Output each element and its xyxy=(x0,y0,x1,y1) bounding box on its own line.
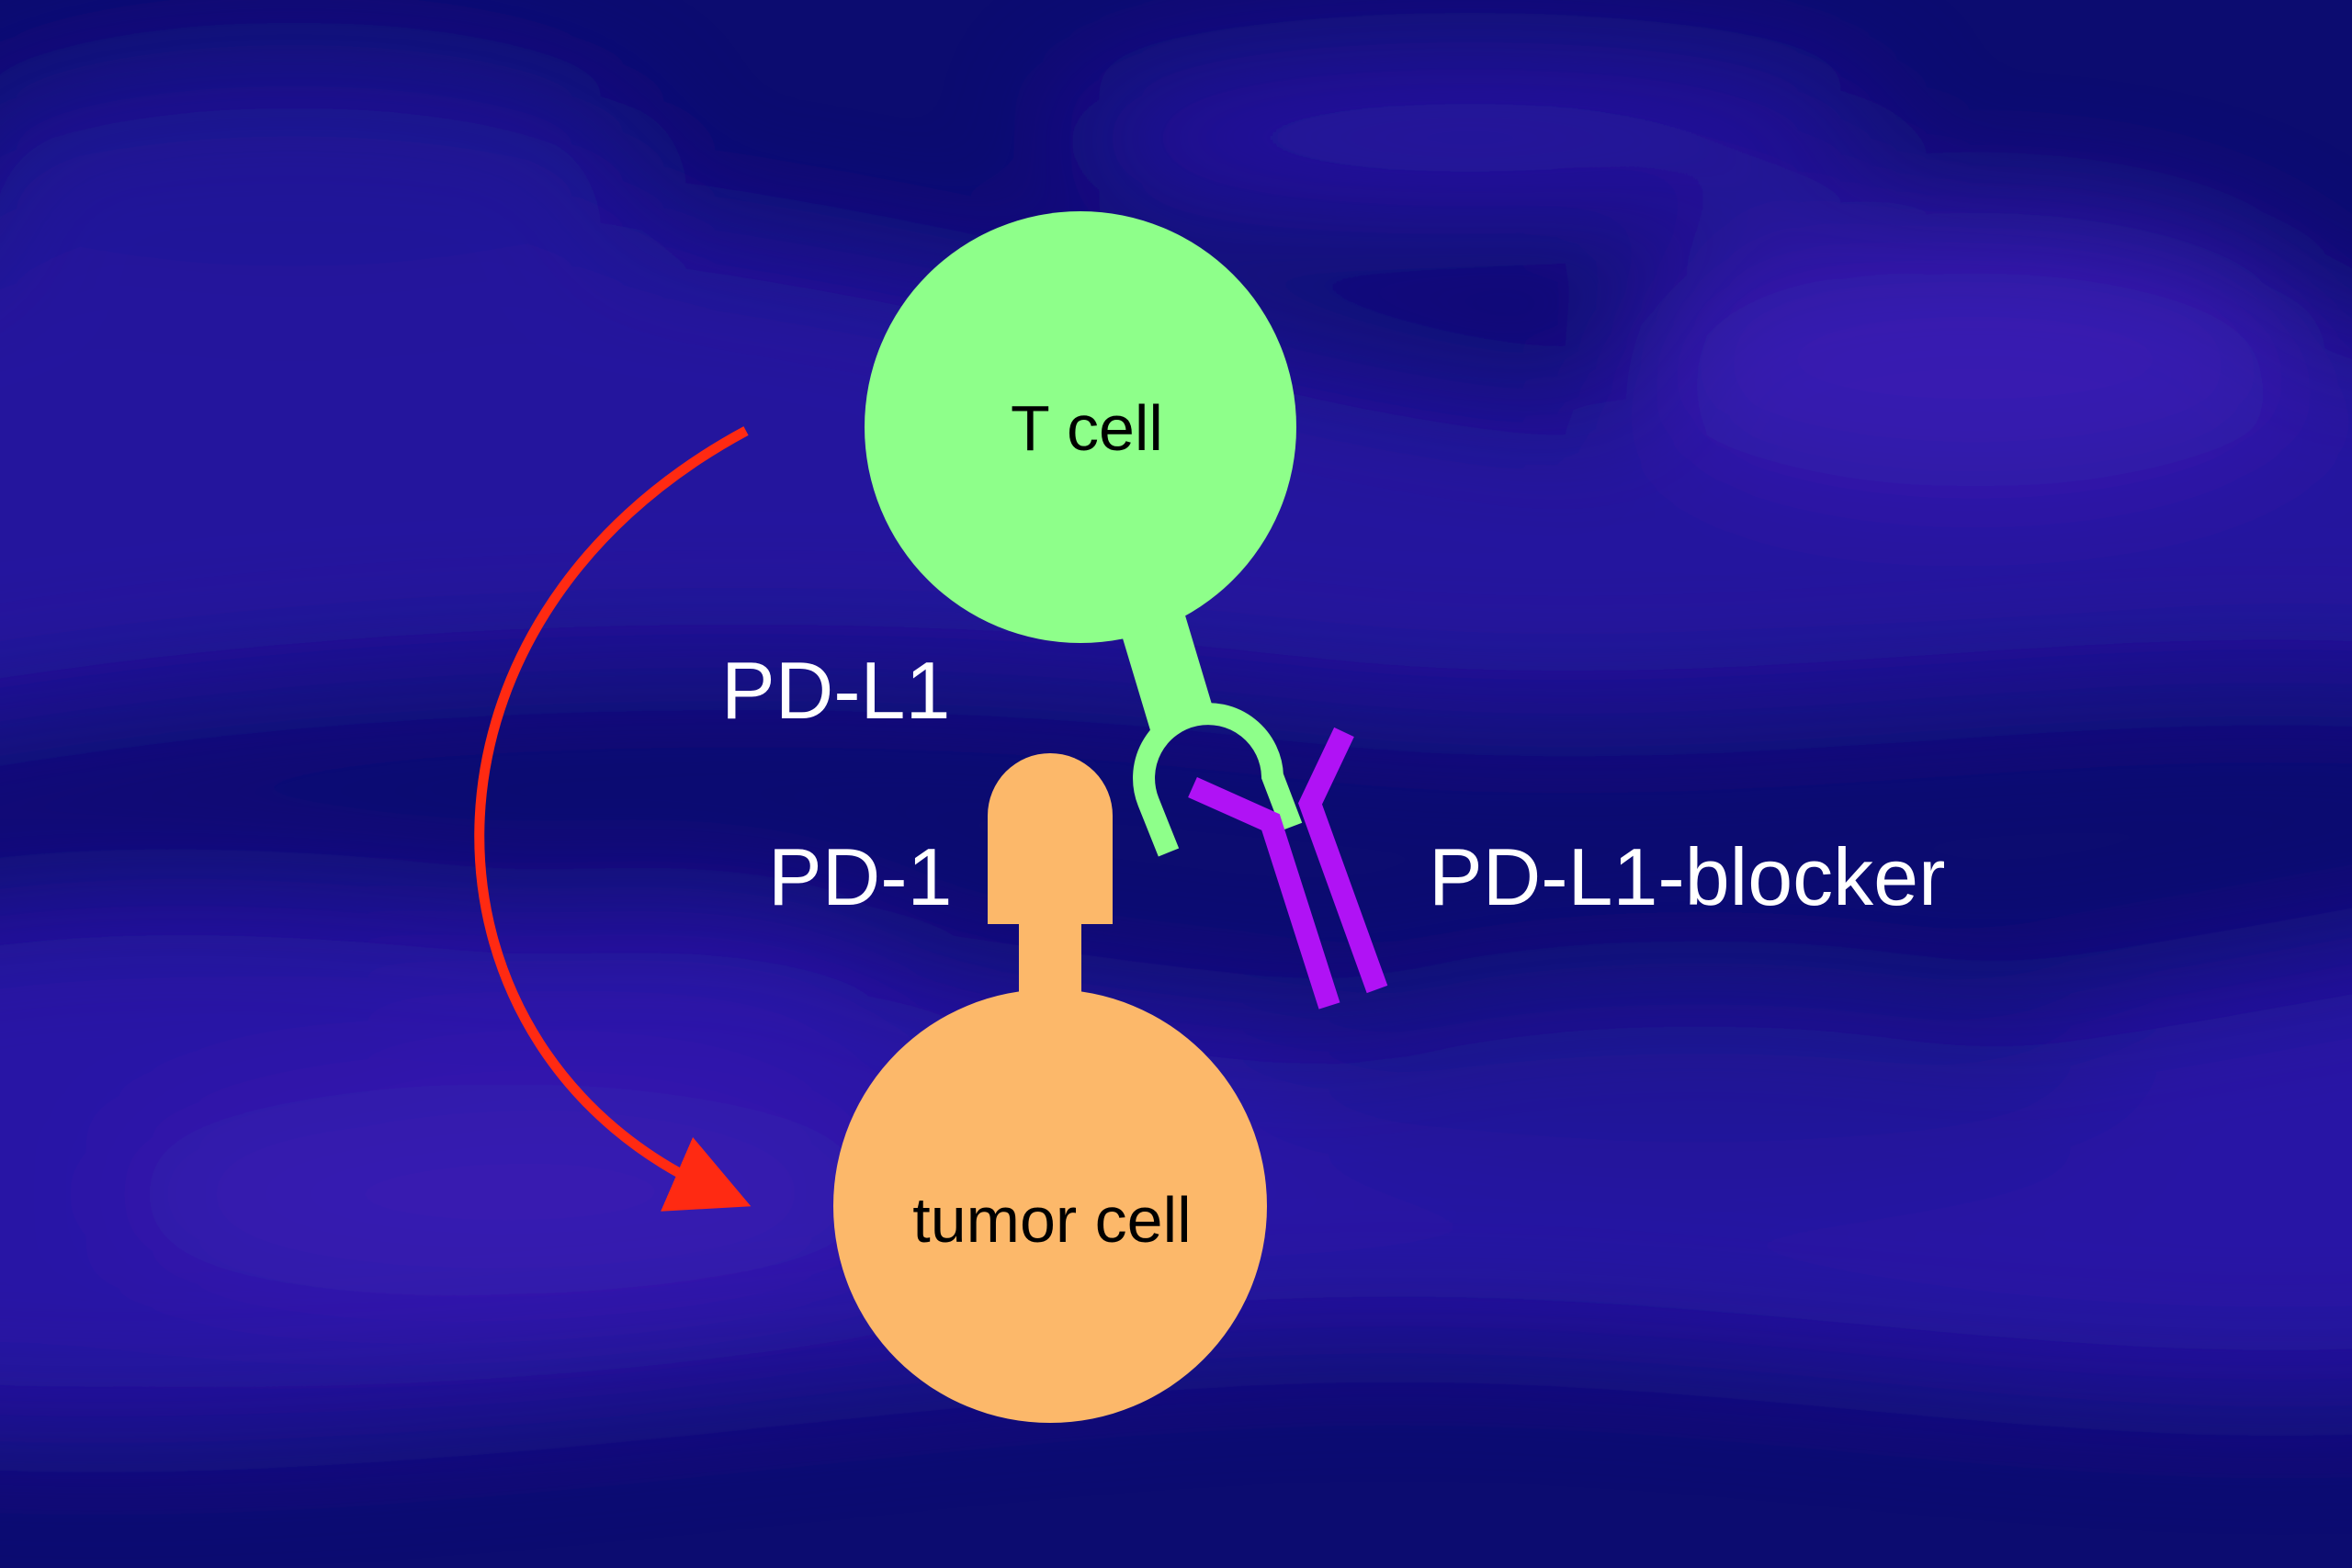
t-cell-body xyxy=(865,211,1296,643)
pd-l1-blocker-antibody xyxy=(1188,727,1388,1010)
tumor-cell-label: tumor cell xyxy=(912,1184,1191,1256)
antibody-left-arm xyxy=(1188,777,1340,1010)
pd-l1-blocker-label: PD-L1-blocker xyxy=(1429,831,1945,922)
tumor-cell-body xyxy=(833,989,1267,1423)
antibody-right-arm xyxy=(1298,727,1388,994)
pd-l1-receptor xyxy=(1133,703,1303,857)
tumor-cell: tumor cell xyxy=(833,753,1267,1423)
pd-l1-label: PD-L1 xyxy=(721,645,950,736)
pd-1-receptor xyxy=(988,753,1113,924)
t-cell: T cell xyxy=(865,211,1303,857)
pd-1-label: PD-1 xyxy=(768,831,953,922)
signal-arrow xyxy=(474,426,752,1212)
pd-l1-stalk xyxy=(1123,615,1213,730)
t-cell-label: T cell xyxy=(1011,392,1163,464)
pd-1-stalk xyxy=(1019,914,1081,1024)
